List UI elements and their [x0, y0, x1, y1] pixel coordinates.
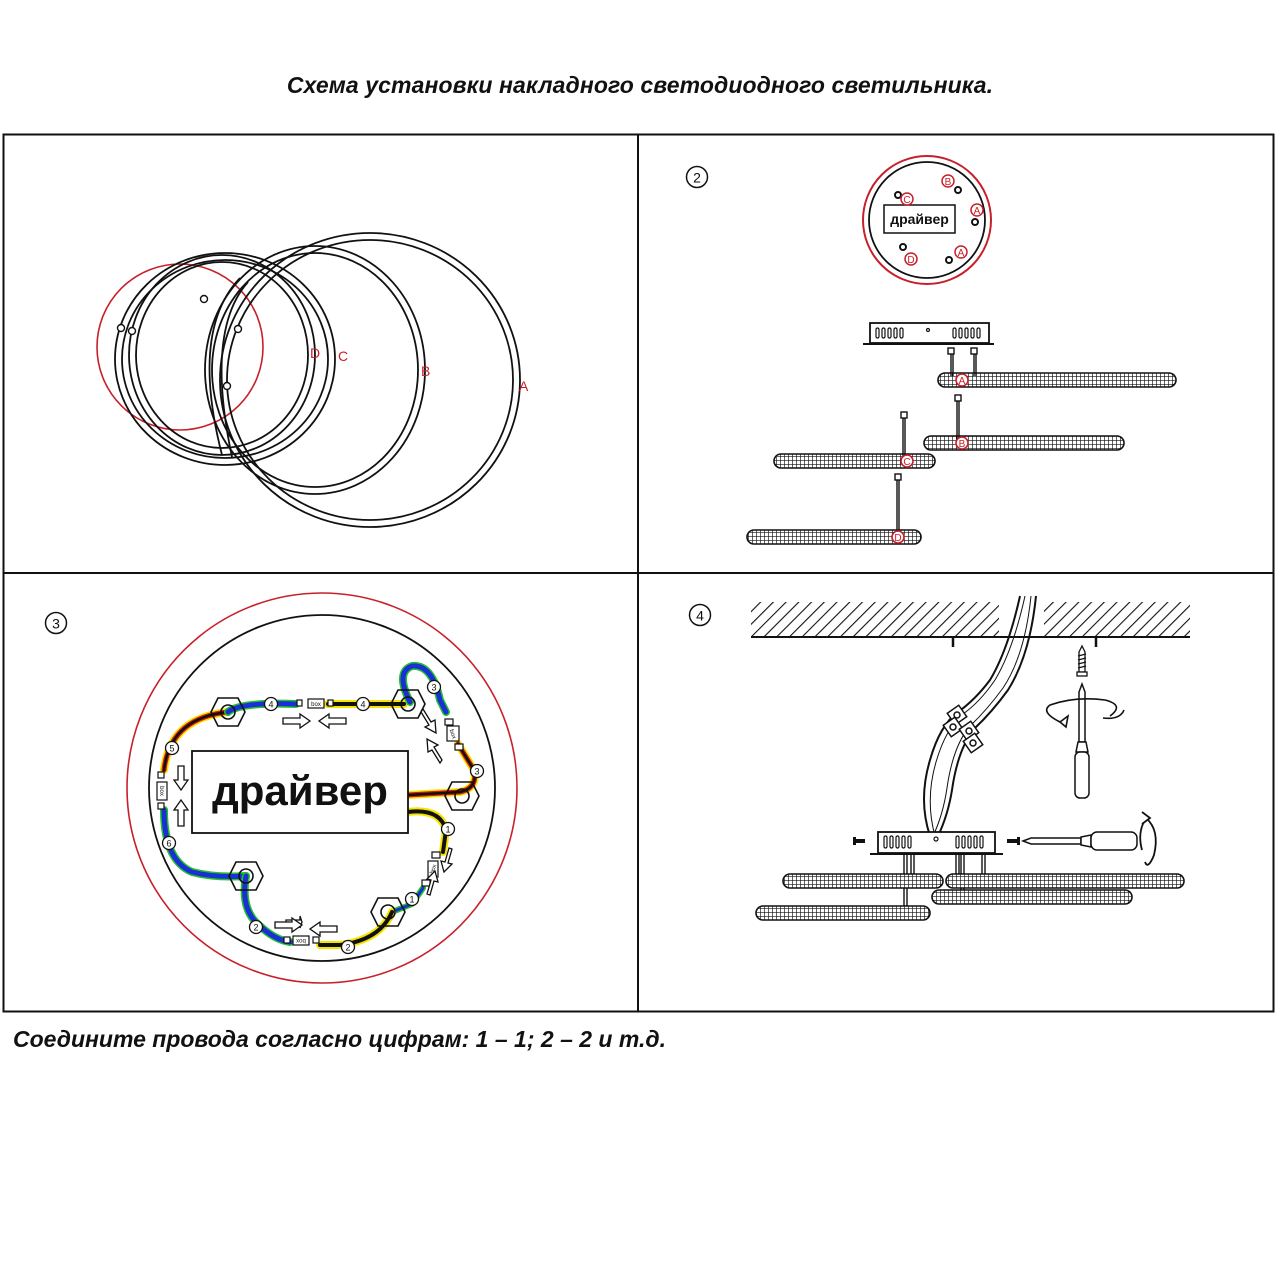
ring-label-d: D — [310, 345, 320, 361]
step-number-3: 3 — [52, 616, 60, 632]
driver-label-small: драйвер — [890, 211, 949, 227]
driver-label-large: драйвер — [212, 767, 388, 814]
rotate-arrow-icon — [1045, 698, 1125, 729]
rotate-arrow-icon — [1139, 811, 1157, 866]
bar-label-b: B — [959, 439, 966, 450]
canopy-connectors — [894, 186, 979, 264]
connector-label: box — [296, 937, 306, 943]
led-bar-a — [937, 372, 1177, 388]
step-number-2: 2 — [693, 170, 701, 186]
wire-number: 2 — [253, 923, 258, 933]
diagram-title: Схема установки накладного светодиодного… — [286, 72, 994, 98]
mount-label-b: B — [945, 177, 952, 188]
screwdriver-horizontal — [1020, 831, 1138, 851]
mount-label-a1: A — [974, 206, 981, 217]
wire-number: 1 — [445, 825, 450, 835]
mount-plate-installed — [870, 831, 1003, 855]
ring-a — [219, 232, 521, 528]
side-screw-icon — [853, 837, 1020, 845]
panel-frame — [2, 133, 1275, 1013]
led-bars-exploded — [746, 372, 1177, 545]
driver-box-small — [883, 204, 956, 234]
led-bar — [755, 905, 931, 921]
bar-label-d: D — [894, 533, 901, 544]
wire-number: 4 — [360, 700, 365, 710]
wire-number: 6 — [166, 839, 171, 849]
connector-label: box — [158, 786, 164, 796]
mount-holes — [116, 294, 243, 391]
step-number-4: 4 — [696, 608, 704, 624]
ring-b — [204, 245, 426, 495]
led-bar — [931, 889, 1133, 905]
wire-number: 4 — [268, 700, 273, 710]
driver-box-large — [191, 750, 409, 834]
canopy-outline-red-large — [126, 592, 518, 984]
led-bars-installed — [755, 873, 1185, 921]
ring-label-c: C — [338, 348, 348, 364]
screwdriver-vertical — [1074, 681, 1090, 799]
mount-plate-outline — [96, 263, 264, 431]
connector-label: box — [311, 702, 321, 708]
canopy-base — [868, 161, 986, 279]
connector-label: box — [429, 864, 438, 875]
terminal-block — [942, 704, 984, 754]
led-bar — [782, 873, 944, 889]
ring-label-b: B — [421, 363, 430, 379]
instruction-caption: Соедините провода согласно цифрам: 1 – 1… — [13, 1026, 667, 1052]
panel-1-rings: D C B A — [96, 232, 529, 528]
ring-c — [114, 252, 336, 466]
wire-number: 3 — [474, 767, 479, 777]
canopy-outline-red — [862, 155, 992, 285]
bar-label-c: C — [903, 457, 910, 468]
led-bar — [945, 873, 1185, 889]
panel-2: 2 драйвер B C A A D — [685, 155, 1177, 545]
mount-label-a2: A — [958, 248, 965, 259]
led-bar-c — [773, 453, 936, 469]
panel-3: 3 — [44, 592, 518, 984]
cable-nuts — [210, 689, 480, 927]
screw-icon — [1076, 644, 1088, 677]
connector-label: box — [448, 729, 457, 740]
canopy-base-large — [148, 614, 496, 962]
wire-number: 2 — [345, 943, 350, 953]
mount-label-d: D — [907, 255, 914, 266]
mount-plate-side — [863, 322, 994, 345]
led-bar-d — [746, 529, 922, 545]
wire-connectors — [156, 698, 464, 946]
ceiling — [751, 602, 1190, 647]
led-bar-b — [923, 435, 1125, 451]
panel-4: 4 — [688, 595, 1190, 921]
mount-label-c: C — [903, 195, 910, 206]
wire-number: 5 — [169, 744, 174, 754]
ring-label-a: A — [519, 378, 529, 394]
wire-number: 3 — [431, 683, 436, 693]
wire-number-markers — [161, 679, 485, 955]
wire-number: 1 — [409, 895, 414, 905]
bar-label-a: A — [959, 376, 966, 387]
direction-arrows — [172, 707, 454, 938]
